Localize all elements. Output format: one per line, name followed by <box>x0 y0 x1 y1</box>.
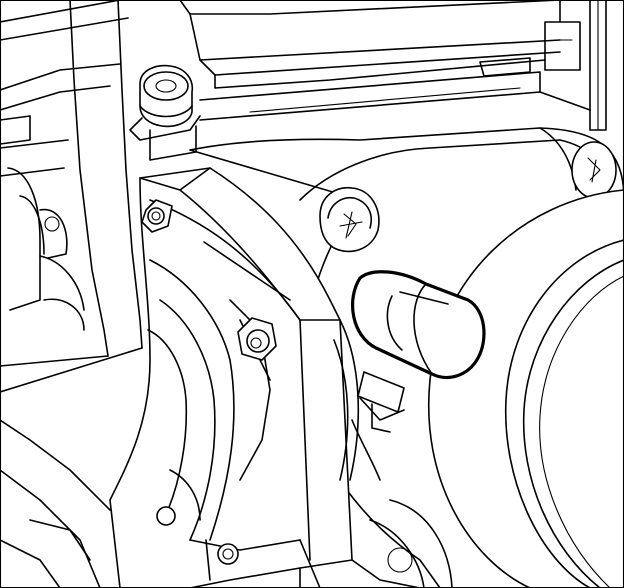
upper-bracket <box>0 0 607 131</box>
left-frame <box>0 0 143 588</box>
mounting-bolt <box>129 64 201 161</box>
housing-screw-middle <box>237 317 277 361</box>
sensor-mount-tab <box>351 371 405 481</box>
lower-details <box>299 499 453 588</box>
housing-screw-upper <box>141 199 173 233</box>
throttle-bore <box>428 189 624 588</box>
torx-screw <box>319 187 380 253</box>
highlighted-sensor-plug <box>351 270 486 380</box>
